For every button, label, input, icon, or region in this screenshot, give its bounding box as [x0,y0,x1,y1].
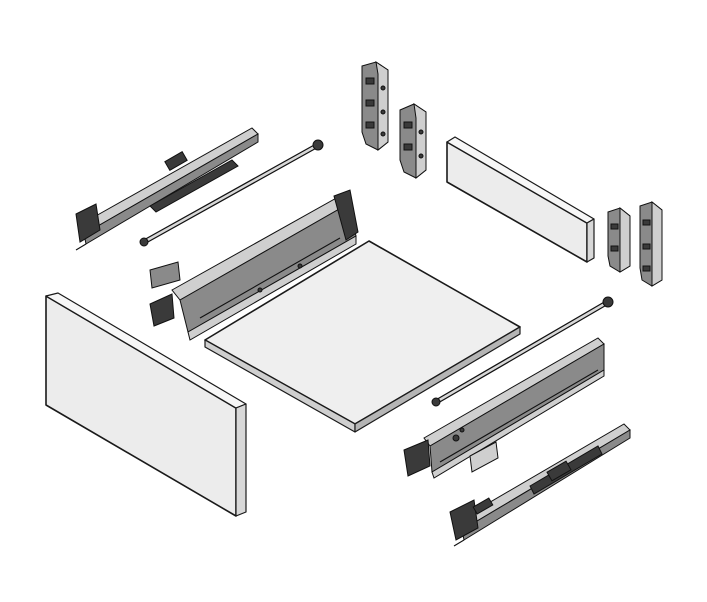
rear-bracket-pair-right [607,200,663,287]
back-panel-side-edge [586,218,595,263]
cover-cap [469,441,499,473]
front-panel-side-edge [235,403,247,517]
sync-rod-bottom [431,296,614,407]
sync-rod-top [139,139,324,247]
runner-slide-left [75,127,259,251]
back-panel [446,136,595,263]
rear-bracket-left [361,60,389,152]
runner-slide-right [449,423,631,547]
bottom-board-side-edge [354,326,521,433]
drawer-side-right [403,337,605,479]
front-panel [45,292,247,517]
drawer-side-left [149,189,359,341]
bottom-board [204,240,521,433]
rear-bracket-right [399,102,427,180]
